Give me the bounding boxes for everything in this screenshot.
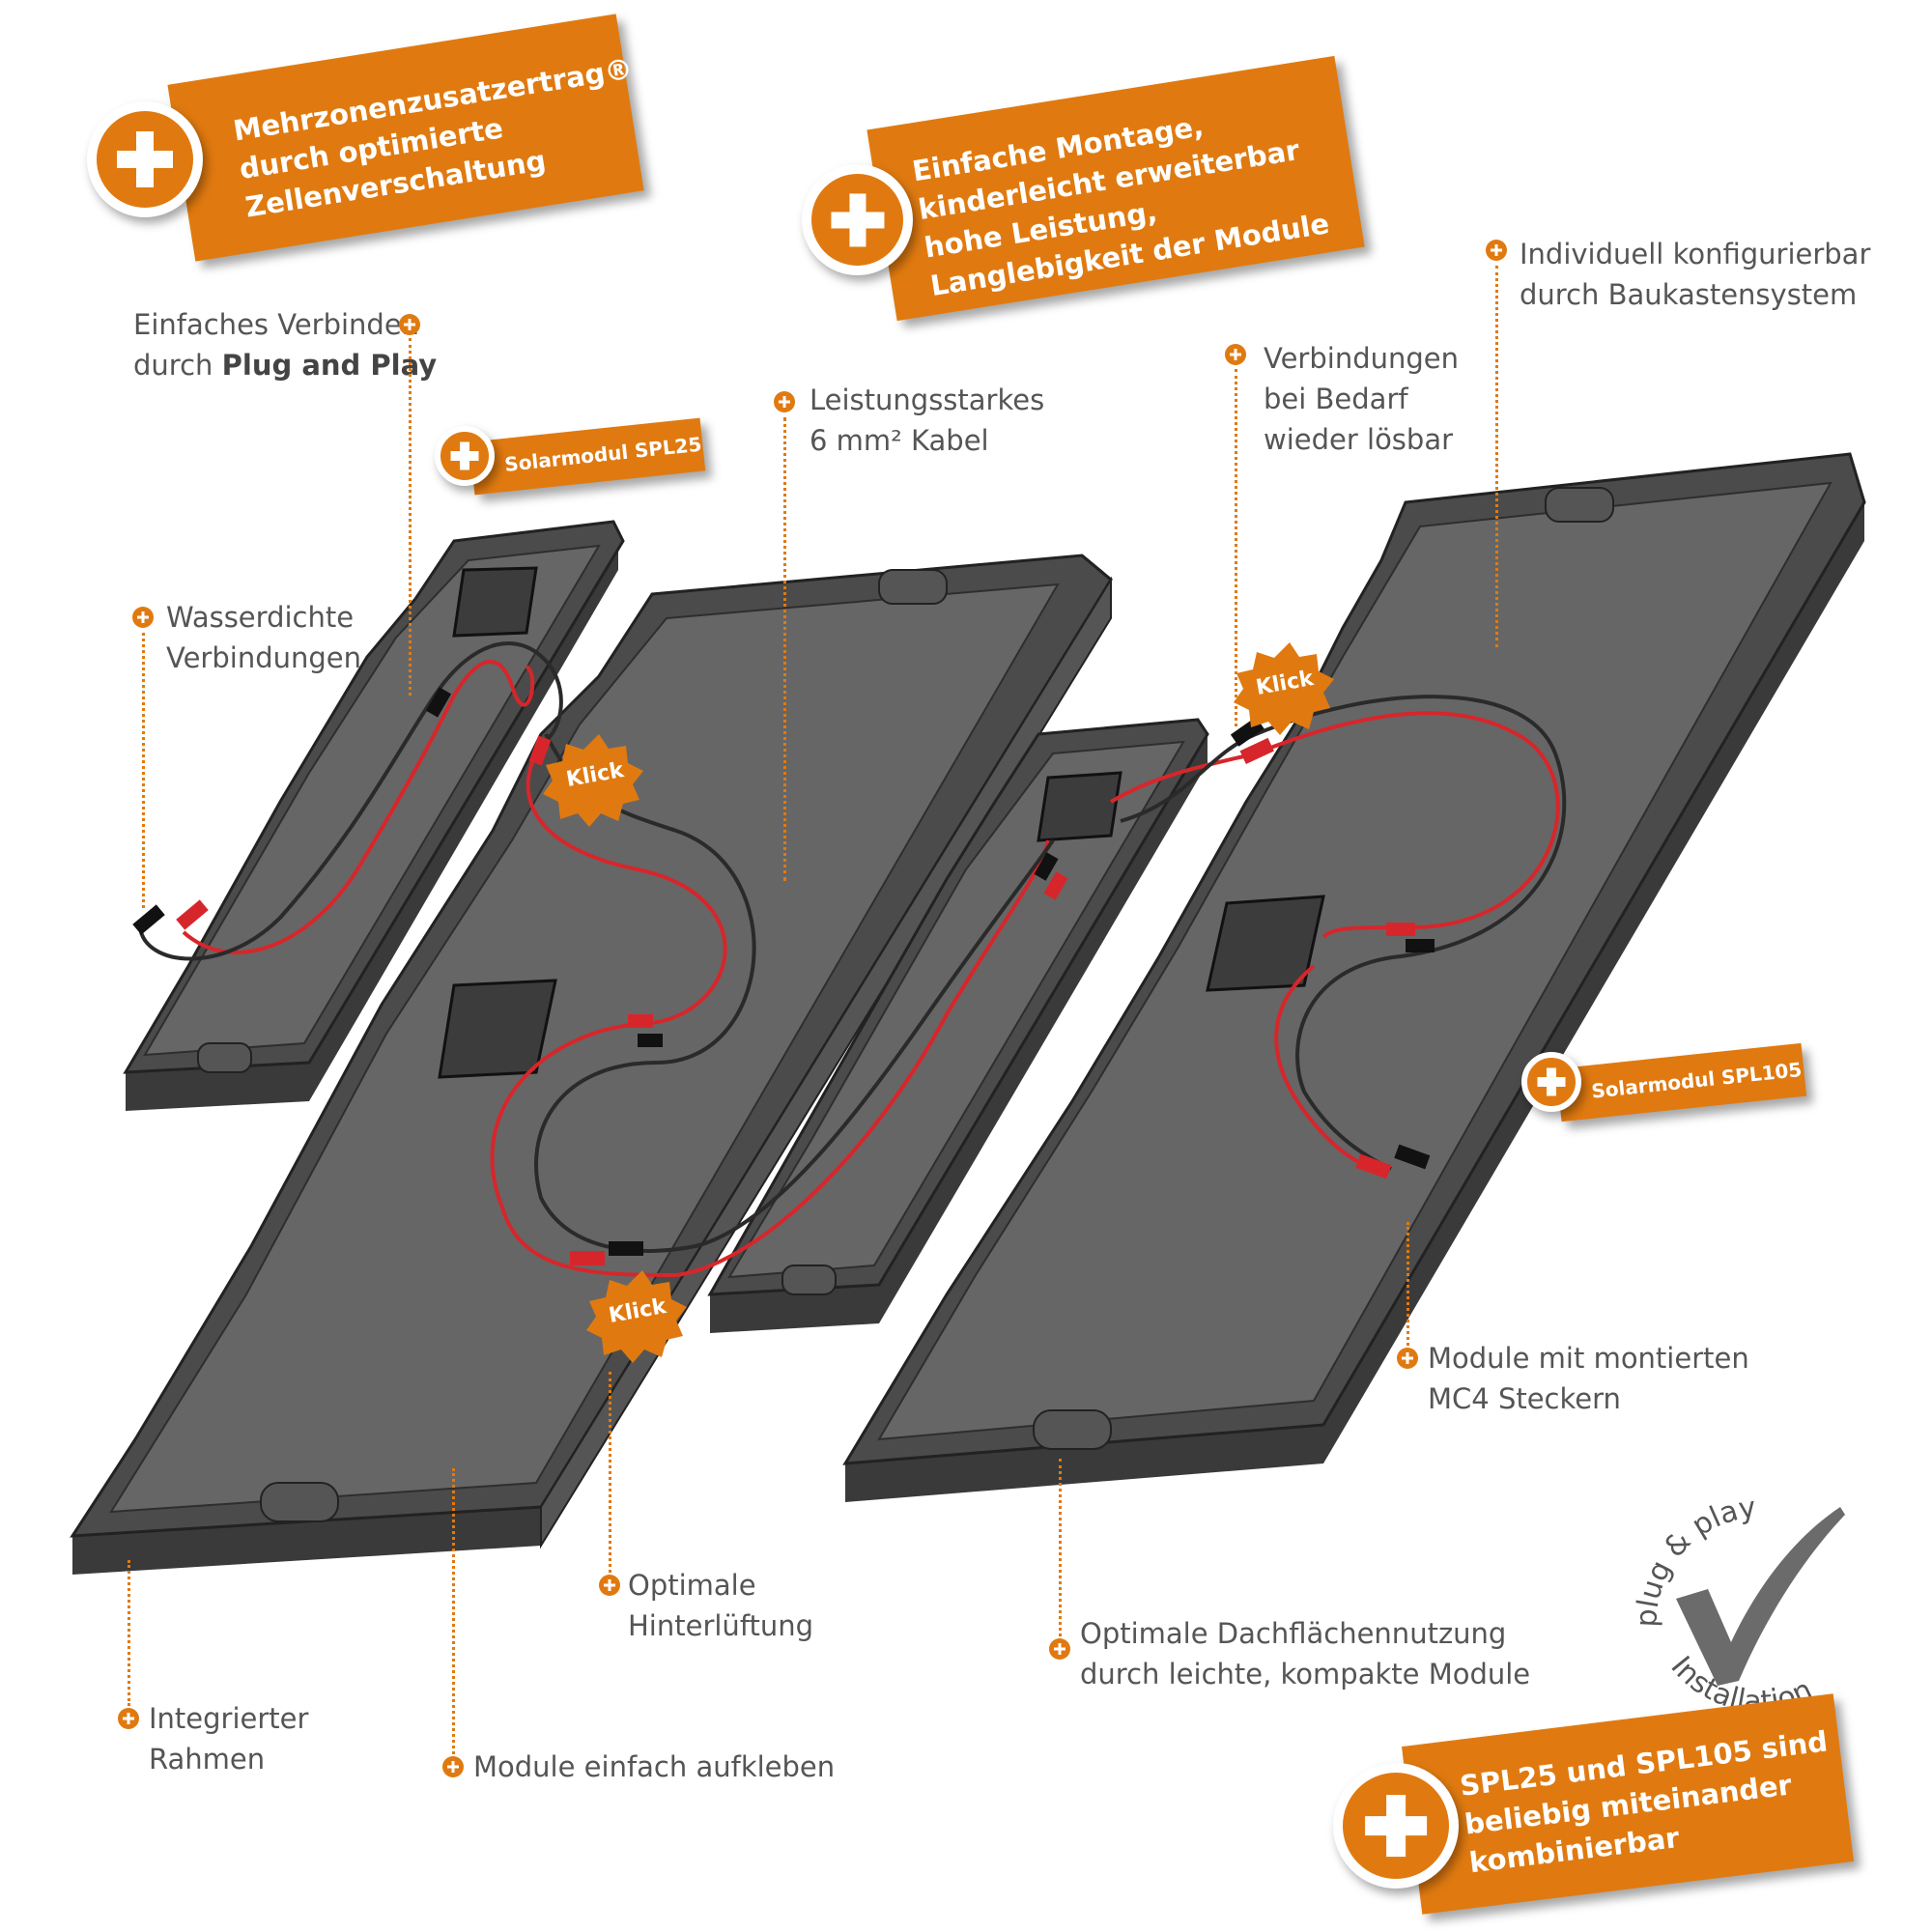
callout-kleben-line-1: Module einfach aufkleben (473, 1750, 836, 1783)
plus-dot-icon (774, 391, 795, 412)
checkmark-icon (1676, 1507, 1845, 1686)
callout-mc4-line-1: Module mit montierten (1428, 1342, 1749, 1375)
callout-hinter-line-1: Optimale (628, 1569, 756, 1602)
plus-dot-icon (442, 1756, 464, 1777)
plus-dot-icon (1225, 344, 1246, 365)
module-small-left-surface (143, 544, 601, 1057)
banner-montage: Einfache Montage, kinderleicht erweiterb… (802, 55, 1365, 322)
leader-line (452, 1468, 455, 1754)
plus-dot-icon (1397, 1348, 1418, 1369)
plus-circle-icon (1521, 1052, 1581, 1112)
callout-bedarf-line-3: wieder lösbar (1264, 423, 1454, 456)
module-small-right (707, 718, 1209, 1333)
cable-red-4 (1274, 964, 1373, 1171)
callout-mc4-line-2: MC4 Steckern (1428, 1382, 1621, 1415)
klick-burst-3 (1234, 642, 1334, 735)
banner-montage-box: Einfache Montage, kinderleicht erweiterb… (867, 55, 1365, 322)
callout-bedarf-line-1: Verbindungen (1264, 342, 1459, 375)
cable-red-2 (490, 753, 1050, 1278)
label-spl105-box: Solarmodul SPL105 (1555, 1042, 1807, 1122)
module-small-left (123, 520, 625, 1111)
banner-kombinierbar-box: SPL25 und SPL105 sind beliebig miteinand… (1402, 1693, 1854, 1915)
leader-line (783, 417, 786, 881)
label-spl25: Solarmodul SPL25 (435, 411, 724, 507)
callout-loesbar: Verbindungen bei Bedarf wieder lösbar (1264, 338, 1459, 460)
plus-dot-icon (118, 1708, 139, 1729)
cables (138, 641, 1567, 1278)
banner-kombinierbar: SPL25 und SPL105 sind beliebig miteinand… (1333, 1693, 1874, 1922)
module-large-right (842, 452, 1866, 1502)
callout-wasser-line-1: Wasserdichte (166, 601, 355, 634)
banner-mehrzonen-box: Mehrzonenzusatzertrag® durch optimierte … (167, 14, 644, 262)
plus-circle-icon (802, 164, 913, 275)
callout-rahmen: Integrierter Rahmen (149, 1698, 308, 1779)
banner-mehrzonen: Mehrzonenzusatzertrag® durch optimierte … (87, 14, 647, 262)
callout-dachflaeche: Optimale Dachflächennutzung durch leicht… (1080, 1613, 1530, 1694)
callout-individuell-line-2: durch Baukastensystem (1520, 278, 1858, 311)
callout-wasser-line-2: Verbindungen (166, 641, 361, 674)
module-large-left-side (72, 1333, 647, 1575)
leader-line (409, 338, 412, 696)
plus-dot-icon (132, 607, 154, 628)
leader-line (142, 633, 145, 908)
callout-wasserdicht: Wasserdichte Verbindungen (166, 597, 361, 678)
leader-line (128, 1560, 130, 1706)
callout-kabel-line-1: Leistungsstarkes (810, 384, 1045, 416)
plus-circle-icon (435, 426, 495, 486)
cable-black-1 (138, 641, 563, 961)
klick-bursts (543, 642, 1334, 1363)
callout-kabel: Leistungsstarkes 6 mm² Kabel (810, 380, 1044, 461)
callout-rahmen-line-1: Integrierter (149, 1702, 309, 1735)
junction-box-4 (1206, 895, 1325, 992)
callout-hinter-line-2: Hinterlüftung (628, 1609, 814, 1642)
plus-dot-icon (399, 314, 420, 335)
plus-dot-icon (599, 1575, 620, 1596)
plus-circle-icon (87, 101, 203, 217)
callout-aufkleben: Module einfach aufkleben (473, 1747, 835, 1787)
junction-box-2 (438, 979, 557, 1079)
callout-hinterlueftung: Optimale Hinterlüftung (628, 1565, 813, 1646)
cable-red-1 (182, 660, 535, 954)
module-small-right-surface (727, 740, 1185, 1279)
plus-dot-icon (1486, 240, 1507, 261)
plug-and-play-logo: plug & play Installation (1630, 1491, 1845, 1719)
callout-dach-line-2: durch leichte, kompakte Module (1080, 1658, 1531, 1690)
leader-line (1406, 1222, 1409, 1346)
callout-rahmen-line-2: Rahmen (149, 1743, 266, 1776)
callout-plug-prefix: durch (133, 349, 222, 382)
leader-line (1235, 369, 1237, 726)
label-spl25-box: Solarmodul SPL25 (469, 417, 706, 496)
callout-individuell: Individuell konfigurierbar durch Baukast… (1520, 234, 1870, 315)
klick-burst-2 (586, 1270, 687, 1363)
leader-line (1495, 266, 1498, 647)
label-spl105: Solarmodul SPL105 (1521, 1038, 1821, 1135)
callout-kabel-line-2: 6 mm² Kabel (810, 424, 989, 457)
leader-line (609, 1372, 611, 1573)
junction-box-1 (452, 566, 538, 638)
callout-individuell-line-1: Individuell konfigurierbar (1520, 238, 1871, 270)
callout-bedarf-line-2: bei Bedarf (1264, 383, 1408, 415)
klick-burst-1 (543, 734, 643, 827)
callout-plug-line-2: durch Plug and Play (133, 345, 437, 385)
plus-circle-icon (1333, 1763, 1459, 1889)
callout-dach-line-1: Optimale Dachflächennutzung (1080, 1617, 1507, 1650)
cable-black-2 (534, 733, 1055, 1253)
callout-plug-line-1: Einfaches Verbinden (133, 308, 420, 341)
junction-boxes (438, 566, 1325, 1079)
plus-dot-icon (1049, 1638, 1070, 1660)
leader-line (1059, 1459, 1062, 1636)
callout-plug-bold: Plug and Play (221, 349, 438, 382)
module-large-left (70, 554, 1113, 1575)
junction-box-3 (1037, 771, 1122, 842)
callout-mc4: Module mit montierten MC4 Steckern (1428, 1338, 1749, 1419)
callout-plug-and-play: Einfaches Verbinden durch Plug and Play (133, 304, 437, 385)
